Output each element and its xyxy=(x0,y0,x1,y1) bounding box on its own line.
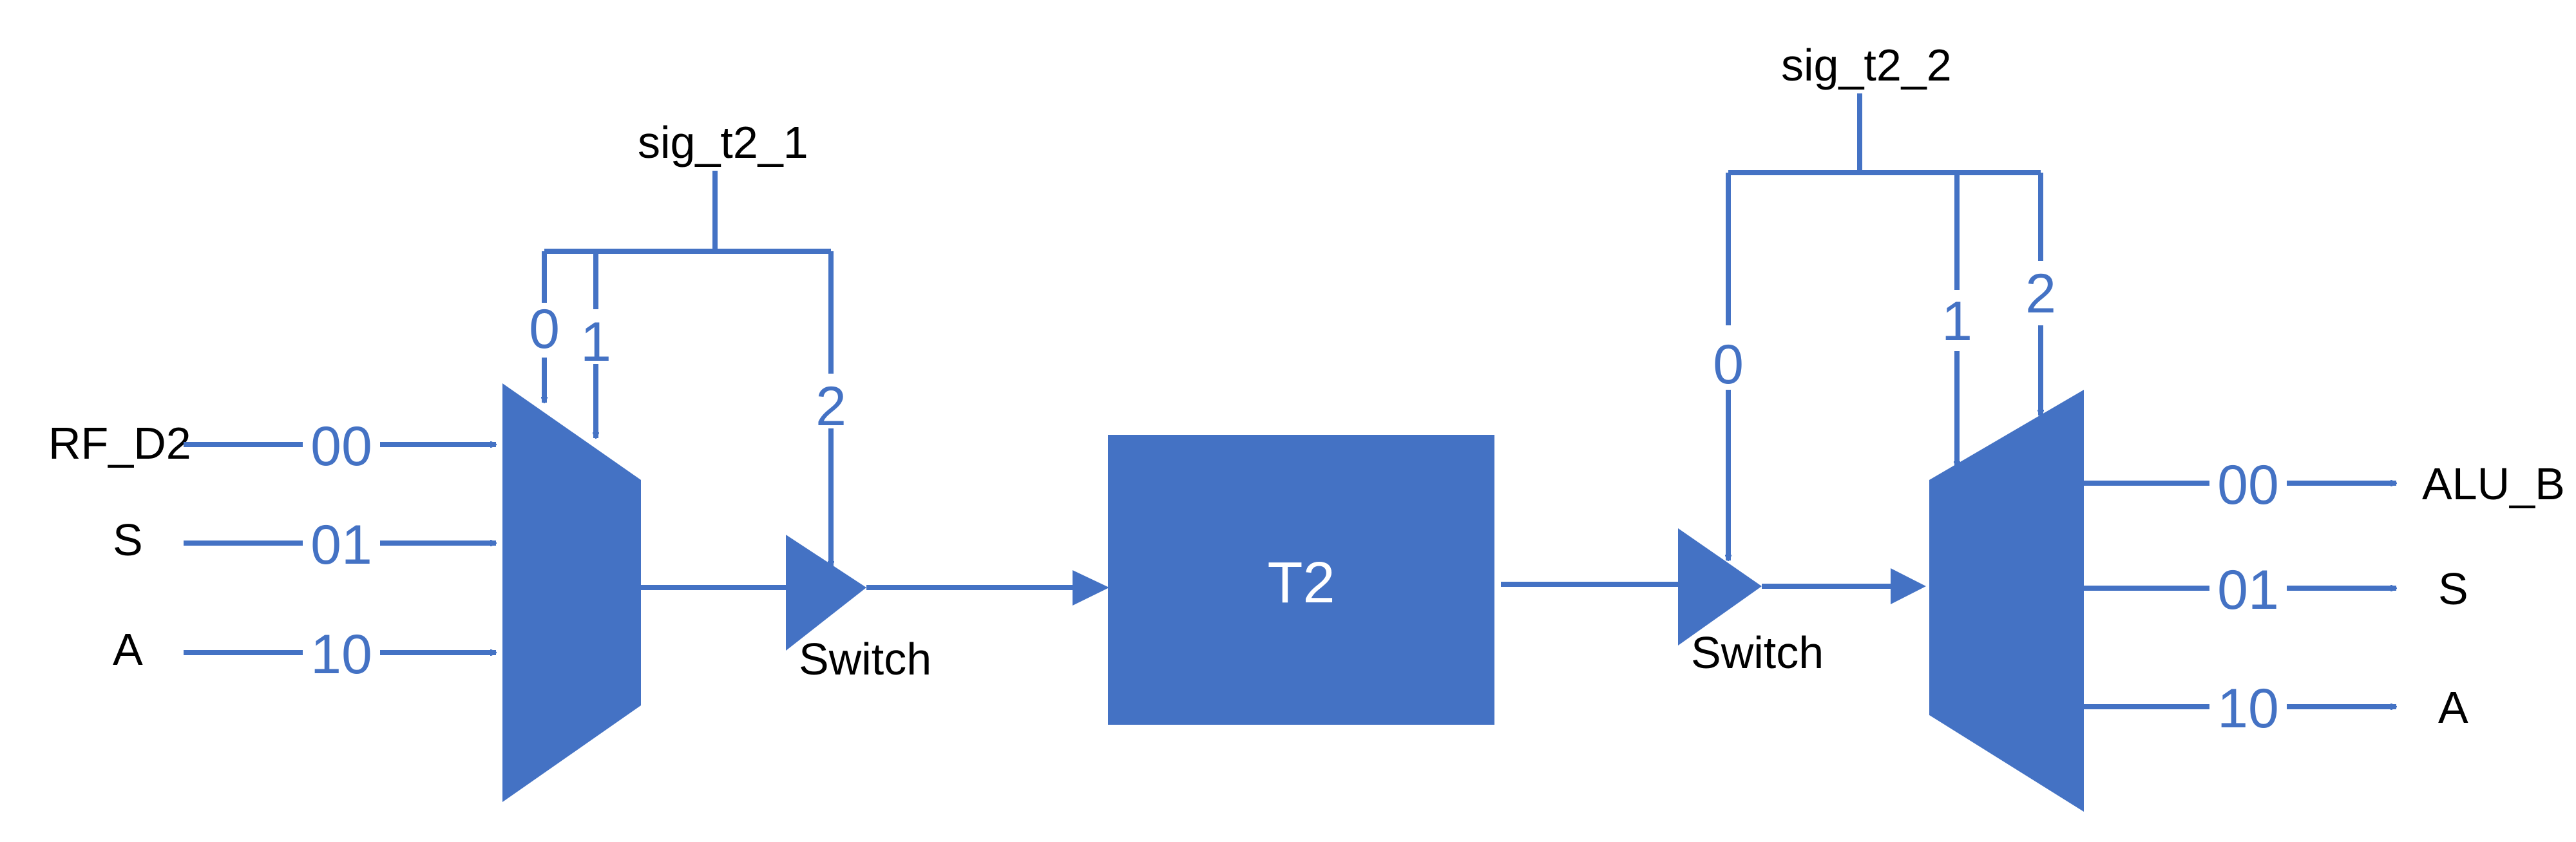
sig-t2-2-label: sig_t2_2 xyxy=(1781,40,1952,90)
output-s-label: S xyxy=(2438,564,2468,614)
input-a-label: A xyxy=(113,624,143,675)
switch-left-label: Switch xyxy=(799,634,931,684)
sel-right-2-label: 2 xyxy=(2025,263,2056,325)
output-alu-b-code: 00 xyxy=(2217,454,2279,516)
output-alu-b-label: ALU_B xyxy=(2422,459,2565,509)
sel-right-1-label: 1 xyxy=(1942,291,1972,352)
output-a-code: 10 xyxy=(2217,678,2279,740)
switch-right-buffer xyxy=(1678,528,1762,646)
switch-right-to-mux-arrowhead xyxy=(1891,568,1926,604)
switch-left-buffer xyxy=(786,535,866,651)
sel-right-0-label: 0 xyxy=(1713,334,1744,396)
switch-right-label: Switch xyxy=(1691,627,1824,678)
input-rf-d2-code: 00 xyxy=(310,416,372,477)
sig-t2-1-label: sig_t2_1 xyxy=(638,117,808,167)
switch-left-to-t2-arrowhead xyxy=(1073,570,1109,606)
input-rf-d2-label: RF_D2 xyxy=(48,418,191,468)
sel-left-2-label: 2 xyxy=(816,376,846,437)
t2-register xyxy=(1108,435,1494,725)
sel-left-0-label: 0 xyxy=(529,298,560,360)
input-mux xyxy=(502,383,641,802)
t2-register-label: T2 xyxy=(1267,551,1335,615)
input-a-code: 10 xyxy=(310,624,372,685)
input-s-label: S xyxy=(113,515,143,565)
sel-left-1-label: 1 xyxy=(580,311,611,373)
output-s-code: 01 xyxy=(2217,559,2279,621)
output-a-label: A xyxy=(2438,682,2468,732)
output-mux xyxy=(1929,390,2084,812)
input-s-code: 01 xyxy=(310,514,372,576)
